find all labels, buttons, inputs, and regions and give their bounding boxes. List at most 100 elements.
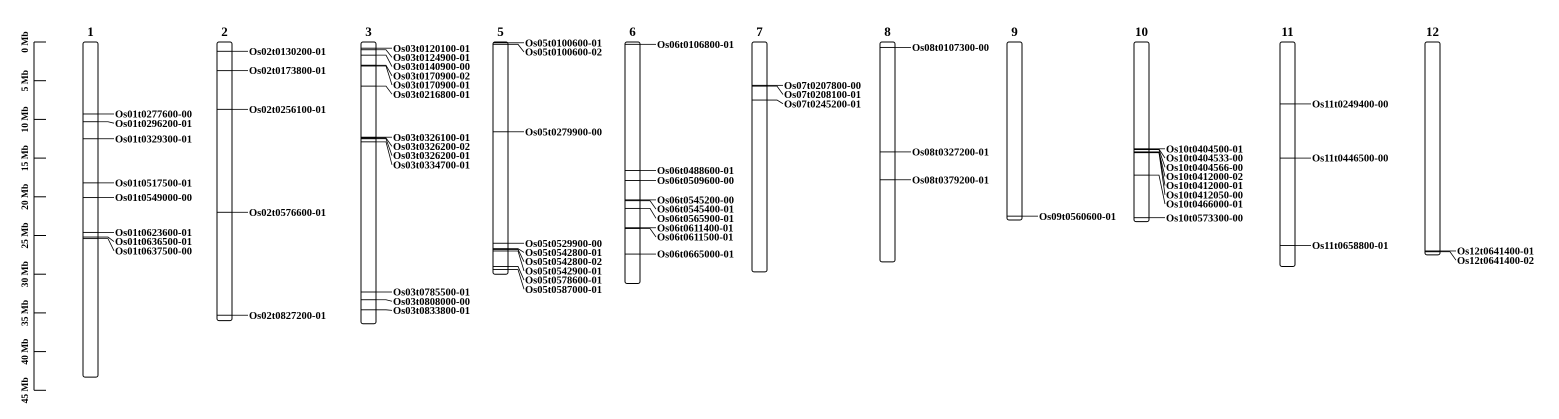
- gene-label: Os03t0216800-01: [393, 90, 470, 101]
- gene-leader-line: [376, 64, 393, 76]
- gene-label: Os10t0573300-00: [1166, 213, 1243, 224]
- chromosome-11: 11Os11t0249400-00Os11t0446500-00Os11t065…: [1279, 24, 1388, 267]
- gene-leader-line: [98, 121, 115, 124]
- chromosome-10: 10Os10t0404500-01Os10t0404533-00Os10t040…: [1133, 24, 1243, 224]
- gene-label: Os05t0100600-02: [525, 48, 602, 59]
- gene-label: Os01t0277600-00: [115, 110, 192, 121]
- gene-label: Os11t0249400-00: [1312, 100, 1388, 111]
- gene-label: Os06t0565900-01: [657, 214, 734, 225]
- gene-label: Os02t0130200-01: [249, 47, 326, 58]
- gene-label: Os05t0542900-01: [525, 266, 602, 277]
- chromosome-number: 2: [221, 24, 228, 39]
- gene-label: Os01t0637500-00: [115, 246, 192, 257]
- gene-label: Os03t0326200-02: [393, 142, 470, 153]
- gene-label: Os03t0120100-01: [393, 44, 470, 55]
- chromosome-number: 11: [1281, 24, 1293, 39]
- chromosome-5: 5Os05t0100600-01Os05t0100600-02Os05t0279…: [492, 24, 602, 296]
- chromosomes: 1Os01t0277600-00Os01t0296200-01Os01t0329…: [82, 24, 1534, 378]
- gene-leader-line: [376, 299, 393, 302]
- chromosome-7: 7Os07t0207800-00Os07t0208100-01Os07t0245…: [751, 24, 861, 273]
- chromosome-number: 5: [497, 24, 504, 39]
- gene-leader-line: [1149, 152, 1166, 195]
- gene-label: Os06t0488600-01: [657, 166, 734, 177]
- chromosome-body: [1006, 41, 1023, 221]
- gene-label: Os06t0509600-00: [657, 176, 734, 187]
- chromosome-number: 6: [629, 24, 636, 39]
- gene-label: Os05t0578600-01: [525, 276, 602, 287]
- gene-label: Os03t0334700-01: [393, 160, 470, 171]
- gene-label: Os10t0404533-00: [1166, 154, 1243, 165]
- gene-label: Os02t0576600-01: [249, 208, 326, 219]
- gene-label: Os05t0542800-01: [525, 248, 602, 259]
- gene-label: Os06t0611500-01: [657, 233, 733, 244]
- gene-label: Os07t0207800-00: [784, 81, 861, 92]
- gene-label: Os01t0549000-00: [115, 193, 192, 204]
- gene-label: Os10t0404566-00: [1166, 163, 1243, 174]
- chromosome-number: 9: [1011, 24, 1018, 39]
- scale-tick-label: 45 Mb: [21, 377, 31, 403]
- gene-leader-line: [508, 269, 525, 290]
- chromosome-2: 2Os02t0130200-01Os02t0173800-01Os02t0256…: [216, 24, 326, 322]
- chromosome-3: 3Os03t0120100-01Os03t0124900-01Os03t0140…: [360, 24, 470, 325]
- chromosome-body: [82, 41, 99, 378]
- chromosome-body: [360, 41, 377, 325]
- gene-label: Os03t0785500-01: [393, 288, 470, 299]
- gene-label: Os01t0329300-01: [115, 134, 192, 145]
- gene-leader-line: [767, 85, 784, 95]
- chromosome-body: [492, 41, 509, 275]
- gene-label: Os03t0833800-01: [393, 306, 470, 317]
- gene-label: Os08t0107300-00: [912, 43, 989, 54]
- gene-label: Os10t0404500-01: [1166, 144, 1243, 155]
- gene-leader-line: [376, 85, 393, 95]
- gene-label: Os05t0529900-00: [525, 239, 602, 250]
- gene-label: Os07t0245200-01: [784, 99, 861, 110]
- gene-label: Os03t0326100-01: [393, 133, 470, 144]
- gene-leader-line: [640, 208, 657, 219]
- gene-leader-line: [508, 266, 525, 281]
- gene-label: Os06t0545400-01: [657, 205, 734, 216]
- gene-leader-line: [376, 138, 393, 156]
- chromosome-body: [751, 41, 768, 273]
- gene-label: Os12t0641400-02: [1457, 256, 1534, 267]
- gene-leader-line: [508, 43, 525, 53]
- gene-label: Os11t0446500-00: [1312, 154, 1388, 165]
- gene-label: Os11t0658800-01: [1312, 241, 1388, 252]
- gene-leader-line: [508, 248, 525, 253]
- gene-label: Os03t0170900-01: [393, 81, 470, 92]
- gene-label: Os09t0560600-01: [1039, 212, 1116, 223]
- gene-label: Os10t0412000-02: [1166, 172, 1243, 183]
- gene-leader-line: [640, 228, 657, 238]
- gene-label: Os02t0173800-01: [249, 66, 326, 77]
- scale-tick-label: 35 Mb: [21, 300, 31, 326]
- gene-leader-line: [98, 236, 115, 242]
- chromosome-number: 12: [1426, 24, 1439, 39]
- gene-label: Os10t0412000-01: [1166, 181, 1243, 192]
- chromosome-number: 7: [756, 24, 763, 39]
- chromosome-8: 8Os08t0107300-00Os08t0327200-01Os08t0379…: [879, 24, 989, 263]
- scale-tick-label: 10 Mb: [21, 106, 31, 132]
- chromosome-1: 1Os01t0277600-00Os01t0296200-01Os01t0329…: [82, 24, 192, 378]
- scale-tick-label: 5 Mb: [21, 70, 31, 91]
- gene-label: Os05t0279900-00: [525, 127, 602, 138]
- gene-label: Os05t0587000-01: [525, 285, 602, 296]
- gene-label: Os02t0827200-01: [249, 311, 326, 322]
- gene-label: Os01t0296200-01: [115, 119, 192, 130]
- gene-label: Os08t0327200-01: [912, 148, 989, 159]
- gene-label: Os06t0545200-00: [657, 195, 734, 206]
- gene-leader-line: [1149, 174, 1166, 205]
- gene-label: Os01t0636500-01: [115, 237, 192, 248]
- gene-label: Os06t0611400-01: [657, 223, 733, 234]
- chromosome-6: 6Os06t0106800-01Os06t0488600-01Os06t0509…: [624, 24, 734, 284]
- gene-label: Os06t0106800-01: [657, 40, 734, 51]
- gene-label: Os03t0808000-00: [393, 297, 470, 308]
- chromosome-body: [216, 41, 233, 322]
- gene-leader-line: [508, 250, 525, 271]
- gene-leader-line: [640, 200, 657, 210]
- chromosome-body: [624, 41, 641, 284]
- gene-label: Os03t0170900-02: [393, 71, 470, 82]
- gene-label: Os01t0623600-01: [115, 228, 192, 239]
- chromosome-number: 3: [365, 24, 372, 39]
